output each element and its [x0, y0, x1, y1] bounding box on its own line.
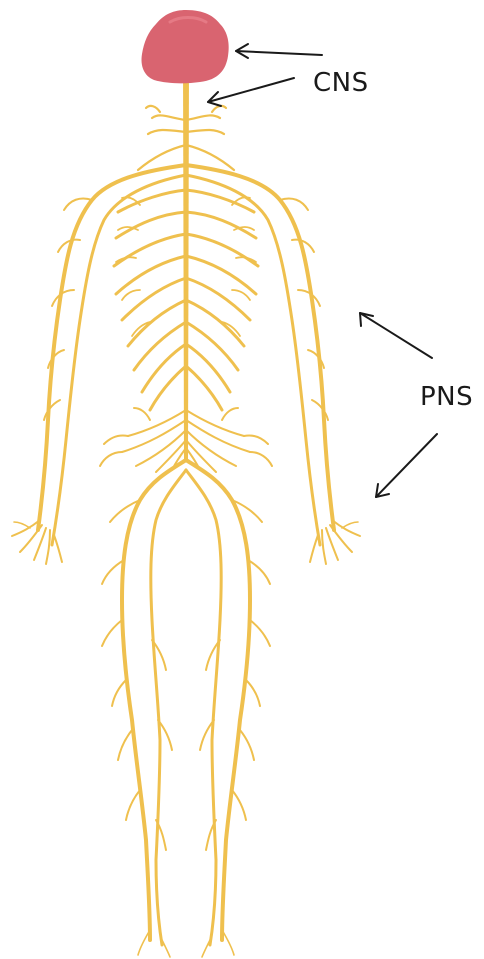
cns-label: CNS [313, 68, 369, 98]
arrow-cns-spinal-cord [208, 78, 294, 106]
arrow-cns-brain [236, 44, 322, 58]
left-leg-nerves [102, 460, 186, 957]
brain [142, 10, 229, 83]
arrow-pns-hand [376, 434, 437, 497]
pns-label: PNS [420, 382, 473, 412]
central-nervous-system [142, 10, 229, 460]
right-leg-nerves [186, 460, 270, 957]
left-arm-nerves [12, 165, 186, 564]
spinal-cord [183, 62, 189, 460]
right-arm-nerves [186, 165, 360, 564]
arrow-pns-arm [360, 313, 432, 358]
